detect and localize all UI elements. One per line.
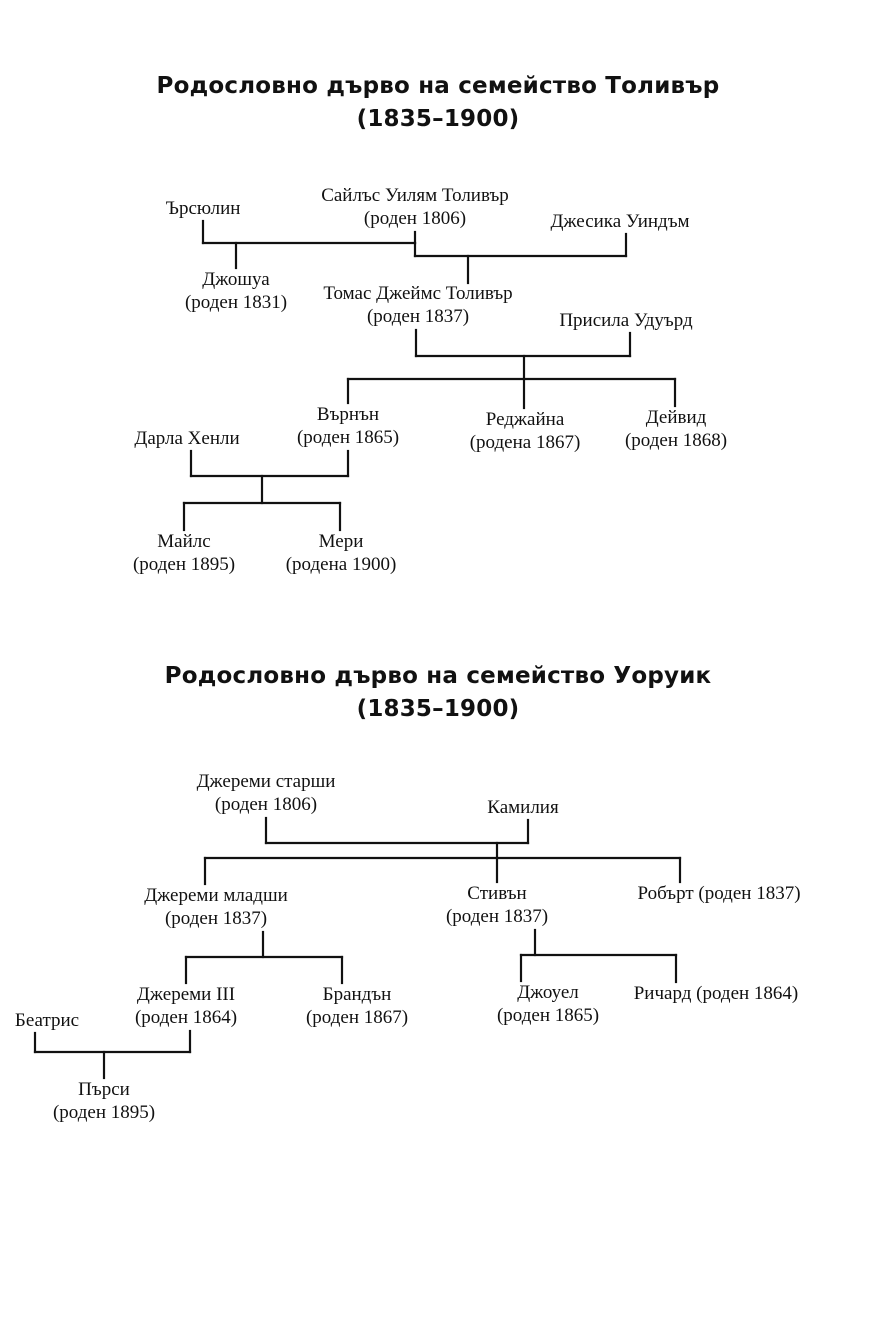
person-birth: (родена 1900) — [285, 554, 397, 575]
person-name: Джереми старши — [196, 771, 336, 792]
person-name: Ърсюлин — [165, 198, 241, 219]
person-ursulin: Ърсюлин — [166, 197, 241, 220]
person-name: Пърси — [78, 1079, 130, 1100]
person-name: Майлс — [157, 531, 211, 552]
person-david: Дейвид (роден 1868) — [625, 406, 727, 452]
person-jeremy-jr: Джереми младши (роден 1837) — [144, 884, 288, 930]
person-name: Джесика Уиндъм — [550, 211, 690, 232]
person-birth: (роден 1864) — [134, 1007, 238, 1028]
person-mary: Мери (родена 1900) — [286, 530, 397, 576]
person-name: Дейвид — [645, 407, 707, 428]
person-birth: (роден 1865) — [296, 427, 400, 448]
person-name: Джошуа — [202, 269, 270, 290]
person-robert: Робърт (роден 1837) — [637, 882, 800, 905]
person-beatrice: Беатрис — [15, 1009, 79, 1032]
person-silas: Сайлъс Уилям Толивър (роден 1806) — [321, 184, 509, 230]
person-stephen: Стивън (роден 1837) — [446, 882, 548, 928]
tree-title-warwick-name: Родословно дърво на семейство Уоруик — [164, 663, 712, 689]
person-thomas: Томас Джеймс Толивър (роден 1837) — [323, 282, 512, 328]
tree-title-toliver: Родословно дърво на семейство Толивър (1… — [0, 70, 876, 136]
person-brandon: Брандън (роден 1867) — [306, 983, 408, 1029]
person-name: Беатрис — [14, 1010, 80, 1031]
person-name: Джереми младши — [144, 885, 288, 906]
person-percy: Пърси (роден 1895) — [53, 1078, 155, 1124]
person-birth: (роден 1837) — [366, 306, 470, 327]
person-birth: (роден 1806) — [363, 208, 467, 229]
person-jessica: Джесика Уиндъм — [550, 210, 689, 233]
person-camilla: Камилия — [487, 796, 558, 819]
person-name: Присила Удуърд — [559, 310, 693, 331]
person-miles: Майлс (роден 1895) — [133, 530, 235, 576]
tree-connectors-toliver — [182, 219, 677, 532]
person-regina: Реджайна (родена 1867) — [470, 408, 581, 454]
person-name: Мери — [318, 531, 364, 552]
person-name: Камилия — [487, 797, 559, 818]
person-birth: (роден 1868) — [624, 430, 728, 451]
person-birth: (роден 1895) — [52, 1102, 156, 1123]
person-birth: (роден 1806) — [214, 794, 318, 815]
person-jeremy-iii: Джереми III (роден 1864) — [135, 983, 237, 1029]
person-birth: (роден 1831) — [184, 292, 288, 313]
person-priscilla: Присила Удуърд — [559, 309, 692, 332]
person-name: Дарла Хенли — [134, 428, 240, 449]
person-name: Върнън — [316, 404, 380, 425]
tree-title-warwick-years: (1835–1900) — [356, 696, 520, 722]
person-name: Ричард (роден 1864) — [633, 983, 799, 1004]
tree-title-toliver-name: Родословно дърво на семейство Толивър — [156, 73, 720, 99]
person-birth: (роден 1867) — [305, 1007, 409, 1028]
person-birth: (роден 1895) — [132, 554, 236, 575]
person-joshua: Джошуа (роден 1831) — [185, 268, 287, 314]
person-birth: (родена 1867) — [469, 432, 581, 453]
person-joel: Джоуел (роден 1865) — [497, 981, 599, 1027]
person-jeremy-sr: Джереми старши (роден 1806) — [197, 770, 336, 816]
person-name: Реджайна — [485, 409, 565, 430]
person-name: Томас Джеймс Толивър — [323, 283, 513, 304]
tree-title-toliver-years: (1835–1900) — [356, 106, 520, 132]
person-birth: (роден 1837) — [445, 906, 549, 927]
person-name: Стивън — [467, 883, 527, 904]
person-name: Джереми III — [136, 984, 236, 1005]
person-name: Брандън — [322, 984, 392, 1005]
person-birth: (роден 1865) — [496, 1005, 600, 1026]
person-darla: Дарла Хенли — [134, 427, 239, 450]
person-name: Джоуел — [517, 982, 579, 1003]
person-name: Робърт (роден 1837) — [637, 883, 801, 904]
person-birth: (роден 1837) — [164, 908, 268, 929]
person-vernon: Върнън (роден 1865) — [297, 403, 399, 449]
person-name: Сайлъс Уилям Толивър — [321, 185, 509, 206]
tree-title-warwick: Родословно дърво на семейство Уоруик (18… — [0, 660, 876, 726]
person-richard: Ричард (роден 1864) — [634, 982, 799, 1005]
